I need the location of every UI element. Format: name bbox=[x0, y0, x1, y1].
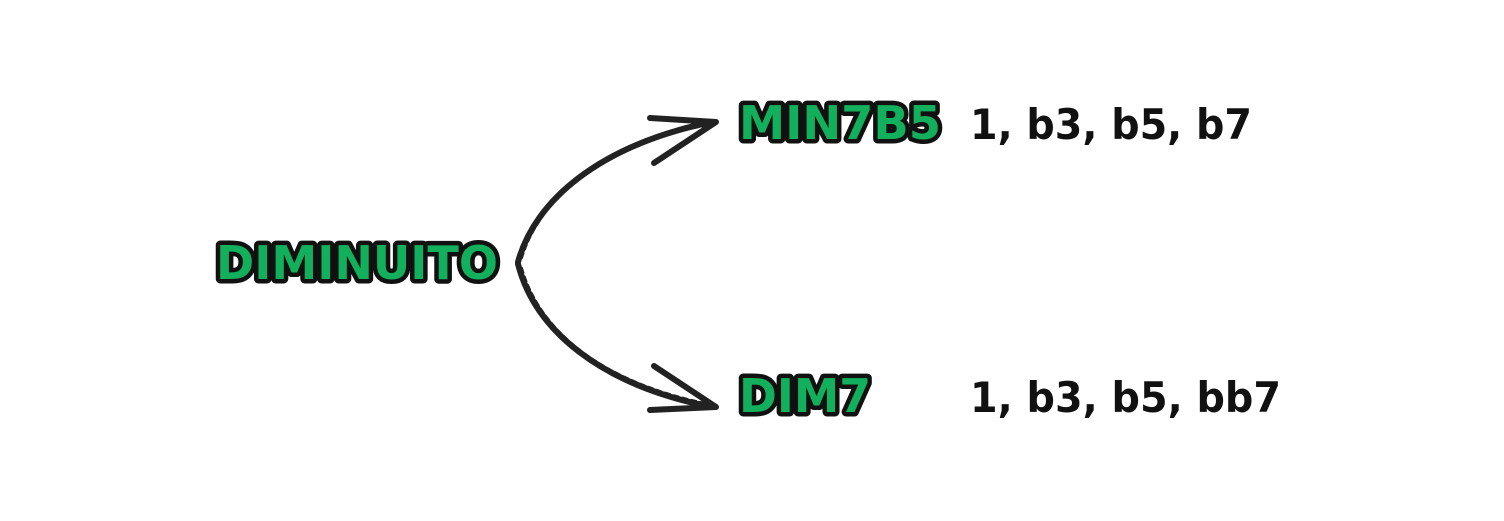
branch-label-dim7: DIM7 bbox=[739, 369, 871, 423]
branch-label-min7b5: MIN7B5 bbox=[739, 96, 941, 150]
arrow-to-dim7 bbox=[515, 261, 719, 413]
arrow-upper-head bbox=[647, 115, 719, 166]
arrow-upper-shaft-texture bbox=[521, 124, 711, 259]
arrow-lower-shaft bbox=[515, 261, 715, 410]
arrow-lower-head bbox=[647, 363, 719, 413]
branch-notes-min7b5: 1, b3, b5, b7 bbox=[970, 100, 1252, 149]
arrow-to-min7b5 bbox=[515, 115, 719, 265]
source-label: DIMINUITO bbox=[216, 236, 498, 290]
branch-notes-dim7: 1, b3, b5, bb7 bbox=[970, 373, 1281, 422]
